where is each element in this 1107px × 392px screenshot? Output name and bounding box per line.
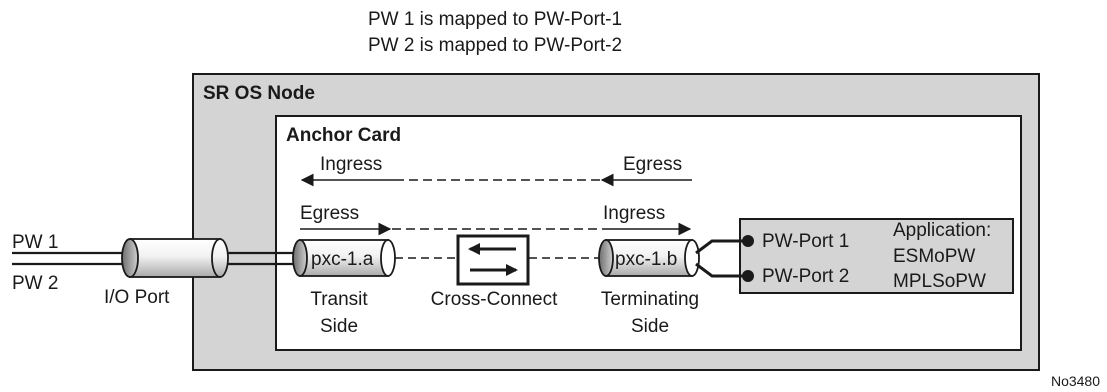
pw-port-1-label: PW-Port 1 (762, 231, 849, 252)
cross-connect-label: Cross-Connect (431, 289, 558, 310)
transit-caption-line-2: Side (320, 316, 358, 337)
pw-port-1-dot (742, 235, 754, 247)
application-title: Application: (893, 220, 991, 241)
top-flow-egress-label: Egress (623, 154, 682, 175)
io-port-label: I/O Port (104, 287, 170, 308)
pxc-1b-label: pxc-1.b (615, 249, 677, 270)
top-flow-ingress-label: Ingress (320, 154, 382, 175)
cross-connect-box (456, 234, 530, 286)
io-port-cylinder (121, 238, 229, 278)
terminating-caption-line-2: Side (631, 316, 669, 337)
pxc-1a-label: pxc-1.a (311, 249, 374, 270)
pw-port-2-label: PW-Port 2 (762, 266, 849, 287)
application-esmopw: ESMoPW (893, 246, 975, 267)
pw-port-links (695, 235, 754, 282)
header-line-2: PW 2 is mapped to PW-Port-2 (368, 35, 622, 56)
application-box (739, 218, 1014, 294)
bottom-flow-egress-label: Egress (300, 203, 359, 224)
bottom-flow-ingress-label: Ingress (603, 203, 665, 224)
pxc-1a-cylinder (292, 239, 396, 277)
figure-id: No3480 (1051, 373, 1100, 389)
transit-caption-line-1: Transit (310, 289, 368, 310)
anchor-card-title: Anchor Card (286, 125, 401, 146)
terminating-caption-line-1: Terminating (601, 289, 699, 310)
pw2-label: PW 2 (12, 273, 58, 294)
pw-port-2-dot (742, 270, 754, 282)
sr-os-node-title: SR OS Node (203, 83, 315, 104)
pxc-1b-cylinder (598, 239, 700, 277)
application-mplsopw: MPLSoPW (893, 271, 986, 292)
pw1-label: PW 1 (12, 232, 58, 253)
header-line-1: PW 1 is mapped to PW-Port-1 (368, 9, 622, 30)
